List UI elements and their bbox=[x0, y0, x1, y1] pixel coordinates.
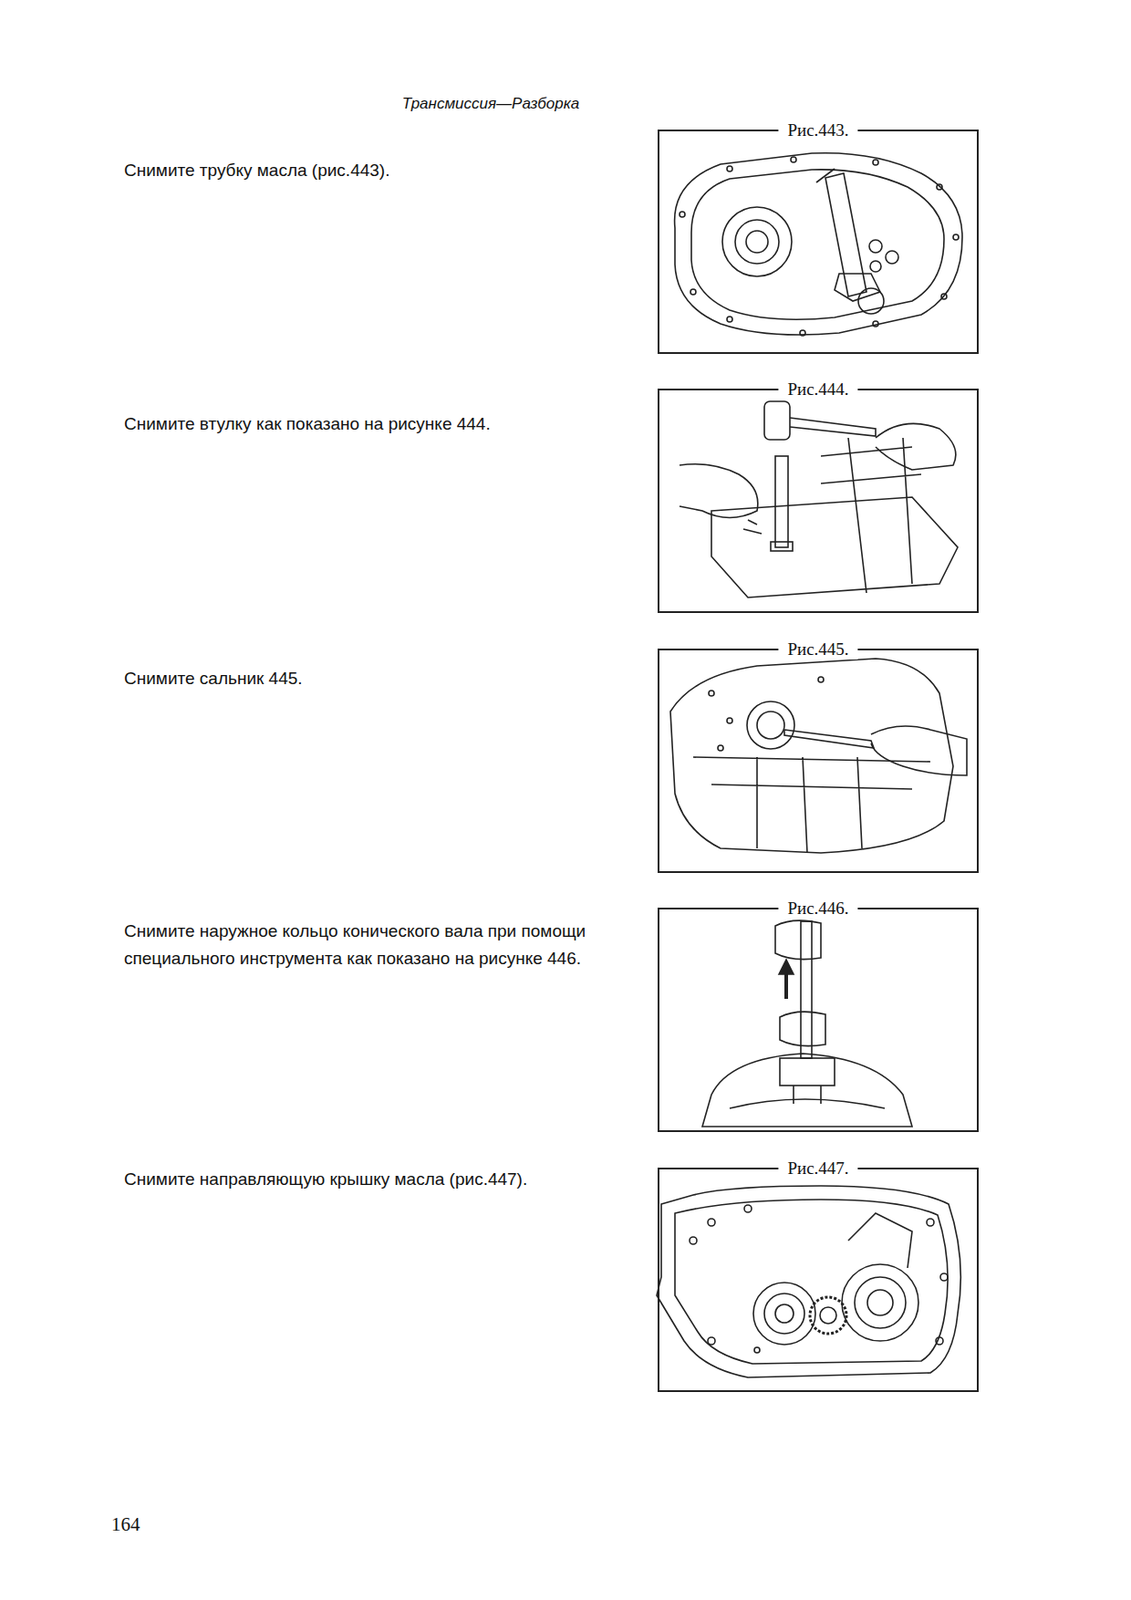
page-number: 164 bbox=[111, 1509, 185, 1541]
figure-caption: Рис.445. bbox=[778, 639, 858, 660]
instruction-text: Снимите втулку как показано на рисунке 4… bbox=[124, 410, 635, 438]
figure-caption: Рис.447. bbox=[778, 1158, 858, 1179]
oil-cover-illustration bbox=[656, 1185, 961, 1378]
instruction-text: Снимите направляющую крышку масла (рис.4… bbox=[124, 1165, 635, 1194]
instruction-text: Снимите наружное кольцо конического вала… bbox=[124, 917, 654, 974]
seal-removal-illustration bbox=[670, 658, 967, 853]
figure-caption: Рис.446. bbox=[778, 898, 858, 919]
figure-frame: Рис.445. bbox=[657, 648, 979, 873]
figure-caption: Рис.444. bbox=[778, 379, 858, 400]
instruction-text: Снимите трубку масла (рис.443). bbox=[124, 156, 635, 185]
running-header: Трансмиссия—Разборка bbox=[0, 94, 982, 114]
bushing-removal-illustration bbox=[679, 401, 958, 598]
bearing-race-puller-illustration bbox=[702, 920, 913, 1127]
figure-frame: Рис.447. bbox=[657, 1167, 979, 1392]
figure-caption: Рис.443. bbox=[778, 120, 858, 141]
instruction-text: Снимите сальник 445. bbox=[124, 664, 635, 693]
figure-frame: Рис.444. bbox=[657, 388, 979, 613]
figure-frame: Рис.443. bbox=[657, 129, 979, 354]
figure-frame: Рис.446. bbox=[657, 907, 979, 1132]
housing-illustration bbox=[674, 153, 963, 336]
